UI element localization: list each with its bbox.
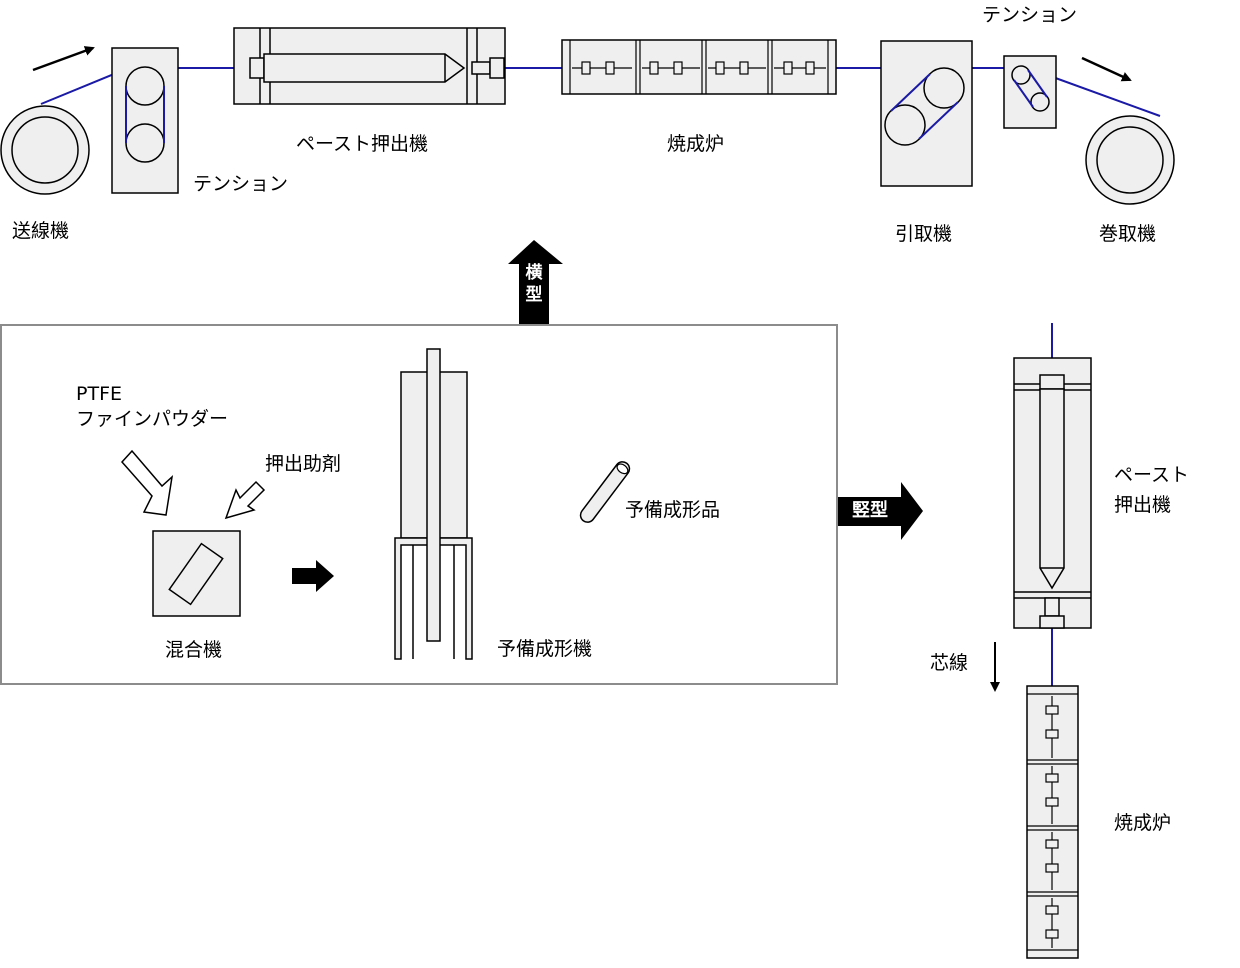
tension-unit-right <box>1003 55 1057 129</box>
paste-extruder-vertical-label-1: ペースト <box>1114 464 1190 486</box>
vertical-line <box>990 323 1092 959</box>
feeder-reel <box>0 105 90 195</box>
furnace-vertical-label: 焼成炉 <box>1114 812 1172 834</box>
paste-extruder-vertical-label-2: 押出機 <box>1114 494 1172 516</box>
mixer <box>152 530 241 617</box>
output-direction-arrow <box>1081 56 1132 82</box>
furnace-horizontal <box>561 39 837 95</box>
feeder-label: 送線機 <box>12 220 70 242</box>
horizontal-line <box>0 27 1175 205</box>
mixer-label: 混合機 <box>165 639 223 661</box>
puller-unit <box>880 40 973 187</box>
preform-label: 予備成形品 <box>625 499 721 521</box>
aid-input-arrow <box>224 480 266 520</box>
vertical-type-arrow <box>838 482 923 540</box>
preformer-label: 予備成形機 <box>497 638 593 660</box>
preprocess-frame <box>0 324 838 685</box>
tension-unit-left <box>111 47 179 194</box>
tension-left-label: テンション <box>193 173 289 195</box>
feed-direction-arrow <box>32 46 95 72</box>
vertical-type-label: 竪型 <box>852 500 888 521</box>
extrusion-aid-label: 押出助剤 <box>265 453 342 475</box>
preformer <box>394 348 473 660</box>
winder-label: 巻取機 <box>1099 223 1157 245</box>
ptfe-label: PTFE <box>76 383 122 405</box>
paste-extruder-vertical <box>1013 357 1092 629</box>
tension-right-label: テンション <box>982 4 1078 26</box>
paste-extruder-horizontal-label: ペースト押出機 <box>296 133 429 155</box>
winder-reel <box>1085 115 1175 205</box>
process-flow-arrow <box>292 560 334 592</box>
preform-product <box>579 461 631 523</box>
furnace-horizontal-label: 焼成炉 <box>667 133 725 155</box>
core-wire-label: 芯線 <box>930 652 969 674</box>
furnace-vertical <box>1026 685 1079 959</box>
powder-input-arrow <box>120 449 174 516</box>
puller-label: 引取機 <box>895 223 953 245</box>
horizontal-type-label: 横型 <box>525 263 543 305</box>
horizontal-type-arrow <box>508 240 563 324</box>
fine-powder-label: ファインパウダー <box>76 408 229 430</box>
paste-extruder-horizontal <box>233 27 506 105</box>
